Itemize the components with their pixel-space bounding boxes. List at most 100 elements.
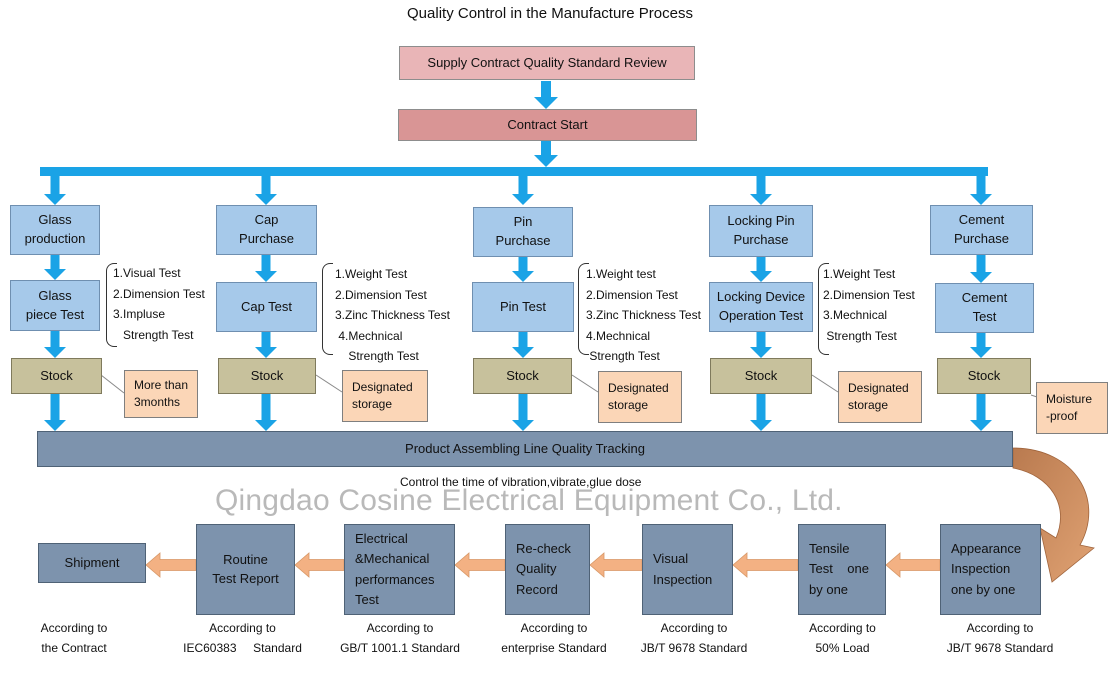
stock-note-connector [315,374,343,393]
line: More than [134,377,189,392]
down-arrow [750,176,772,205]
cap-stock-box: Stock [218,358,316,394]
recheck-standard: According to enterprise Standard [501,621,607,655]
line: performances [355,571,435,587]
locking-stock-box: Stock [710,358,812,394]
line: Test [972,309,997,324]
line: Record [516,581,558,597]
line: Inspection [653,571,713,587]
down-arrow [512,332,534,358]
left-arrow [294,552,345,578]
line: &Mechanical [355,551,430,567]
stock-label: Stock [506,367,539,383]
down-arrow [750,394,772,431]
down-arrow [255,255,277,282]
line: Visual [653,551,689,567]
pin-test-list: 1.Weight test 2.Dimension Test 3.Zinc Th… [586,267,701,363]
test-list-brace [818,263,829,355]
stock-note-connector [100,374,125,394]
contract-start-box: Contract Start [398,109,697,141]
down-arrow [512,257,534,282]
left-arrow [589,552,643,578]
line: Designated [608,380,669,395]
supply-contract-review-box: Supply Contract Quality Standard Review [399,46,695,80]
line: storage [608,398,649,412]
visual-standard: According to JB/T 9678 Standard [640,621,748,655]
distribution-bar [40,167,988,176]
tensile-standard: According to 50% Load [809,621,876,655]
test-list-brace [322,263,333,355]
line: by one [809,581,849,597]
curved-arrow [1012,447,1095,583]
line: storage [848,398,889,412]
stock-label: Stock [250,367,284,383]
pin-storage-note: Designated storage [598,371,682,423]
line: Operation Test [718,308,804,323]
stock-note-connector [571,374,599,393]
glass-test-list: 1.Visual Test 2.Dimension Test 3.Impluse… [113,266,205,342]
assembly-caption: Control the time of vibration,vibrate,gl… [400,475,642,489]
line: Inspection [951,561,1011,577]
pin-stock-box: Stock [473,358,572,394]
left-arrow [454,552,506,578]
assembly-label: Product Assembling Line Quality Tracking [405,440,645,456]
glass-production-box: Glass production [10,205,100,255]
line: Locking Device [716,289,806,305]
down-arrow [44,176,66,205]
line: Purchase [954,231,1009,246]
down-arrow [750,332,772,358]
line: Designated [352,379,413,394]
shipment-label: Shipment [64,554,120,570]
down-arrow [44,394,66,431]
stock-label: Stock [744,367,778,383]
left-arrow [732,552,799,578]
cement-stock-box: Stock [937,358,1031,394]
down-arrow [255,394,277,431]
assembly-line-bar: Product Assembling Line Quality Tracking [37,431,1013,467]
line: Glass [38,212,72,228]
diagram-title: Quality Control in the Manufacture Proce… [407,5,693,22]
line: production [24,231,86,246]
line: Designated [848,380,909,395]
contract-start-label: Contract Start [507,116,588,132]
down-arrow [44,331,66,358]
down-arrow [970,176,992,205]
cap-test-box: Cap Test [216,282,317,332]
line: Cap [254,212,279,228]
line: Quality [516,561,557,577]
line: Purchase [733,232,789,247]
test-list-brace [106,263,117,347]
pin-test-label: Pin Test [499,298,546,314]
line: Purchase [495,233,551,248]
shipment-standard: According to the Contract [40,621,108,655]
down-arrow [750,257,772,282]
left-arrow [885,552,941,578]
line: Purchase [239,231,294,246]
electrical-standard: According to GB/T 1001.1 Standard [340,621,460,655]
line: Cement [958,212,1005,228]
line: Electrical [355,531,408,547]
down-arrow [970,394,992,431]
down-arrow [534,141,558,167]
line: Appearance [951,541,1022,557]
stock-label: Stock [967,367,1001,383]
cement-storage-note: Moisture-proof [1036,382,1108,434]
line: -proof [1046,409,1078,423]
down-arrow [534,81,558,109]
appearance-standard: According to JB/T 9678 Standard [946,621,1054,655]
line: Cement [961,290,1008,306]
stock-label: Stock [40,367,73,383]
down-arrow [970,333,992,358]
down-arrow [970,255,992,283]
